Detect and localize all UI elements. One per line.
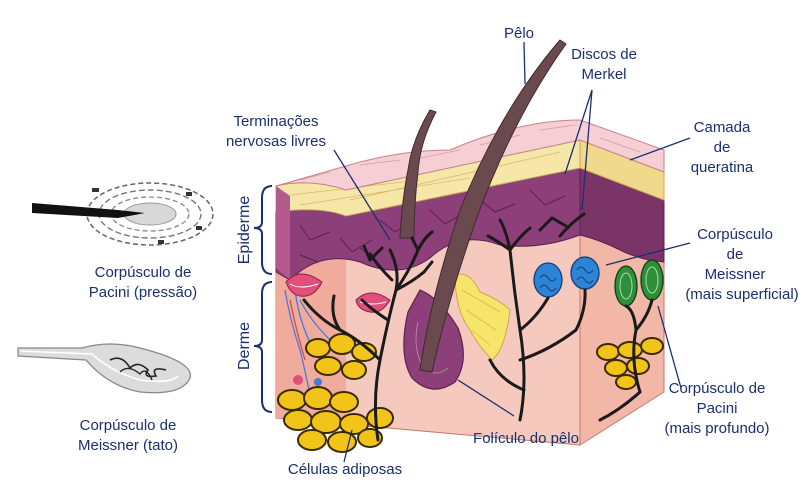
label-pacini-right-2: Pacini <box>697 400 738 417</box>
label-terminacoes-2: nervosas livres <box>226 133 326 150</box>
label-meissner-right-2: de <box>727 246 744 263</box>
label-camada-2: de <box>714 139 731 156</box>
label-pelo: Pêlo <box>504 25 534 42</box>
label-foliculo: Folículo do pêlo <box>473 430 579 447</box>
derme-bracket <box>254 282 272 412</box>
label-pacini-right: Corpúsculo de <box>669 380 766 397</box>
epiderme-bracket <box>254 186 272 274</box>
pacini-corpuscle <box>615 266 637 306</box>
label-pacini-right-3: (mais profundo) <box>664 420 769 437</box>
label-meissner-left-2: Meissner (tato) <box>78 437 178 454</box>
label-terminacoes: Terminações <box>233 113 318 130</box>
label-discos-merkel: Discos de <box>571 46 637 63</box>
label-derme: Derme <box>236 322 253 370</box>
label-meissner-left: Corpúsculo de <box>80 417 177 434</box>
label-discos-merkel-2: Merkel <box>581 66 626 83</box>
label-camada: Camada <box>694 119 751 136</box>
label-camada-3: queratina <box>691 159 754 176</box>
label-epiderme: Epiderme <box>236 196 253 265</box>
meissner-corpuscle-illustration <box>18 344 190 393</box>
label-adiposas: Células adiposas <box>288 461 402 478</box>
pacini-corpuscle <box>641 260 663 300</box>
label-pacini-left: Corpúsculo de <box>95 264 192 281</box>
meissner-corpuscle <box>571 257 599 289</box>
skin-block <box>276 40 664 452</box>
meissner-corpuscle <box>534 263 562 297</box>
label-meissner-right-3: Meissner <box>705 266 766 283</box>
label-meissner-right-4: (mais superficial) <box>685 286 798 303</box>
pacini-corpuscle-illustration <box>32 183 213 245</box>
label-meissner-right: Corpúsculo <box>697 226 773 243</box>
label-pacini-left-2: Pacini (pressão) <box>89 284 197 301</box>
